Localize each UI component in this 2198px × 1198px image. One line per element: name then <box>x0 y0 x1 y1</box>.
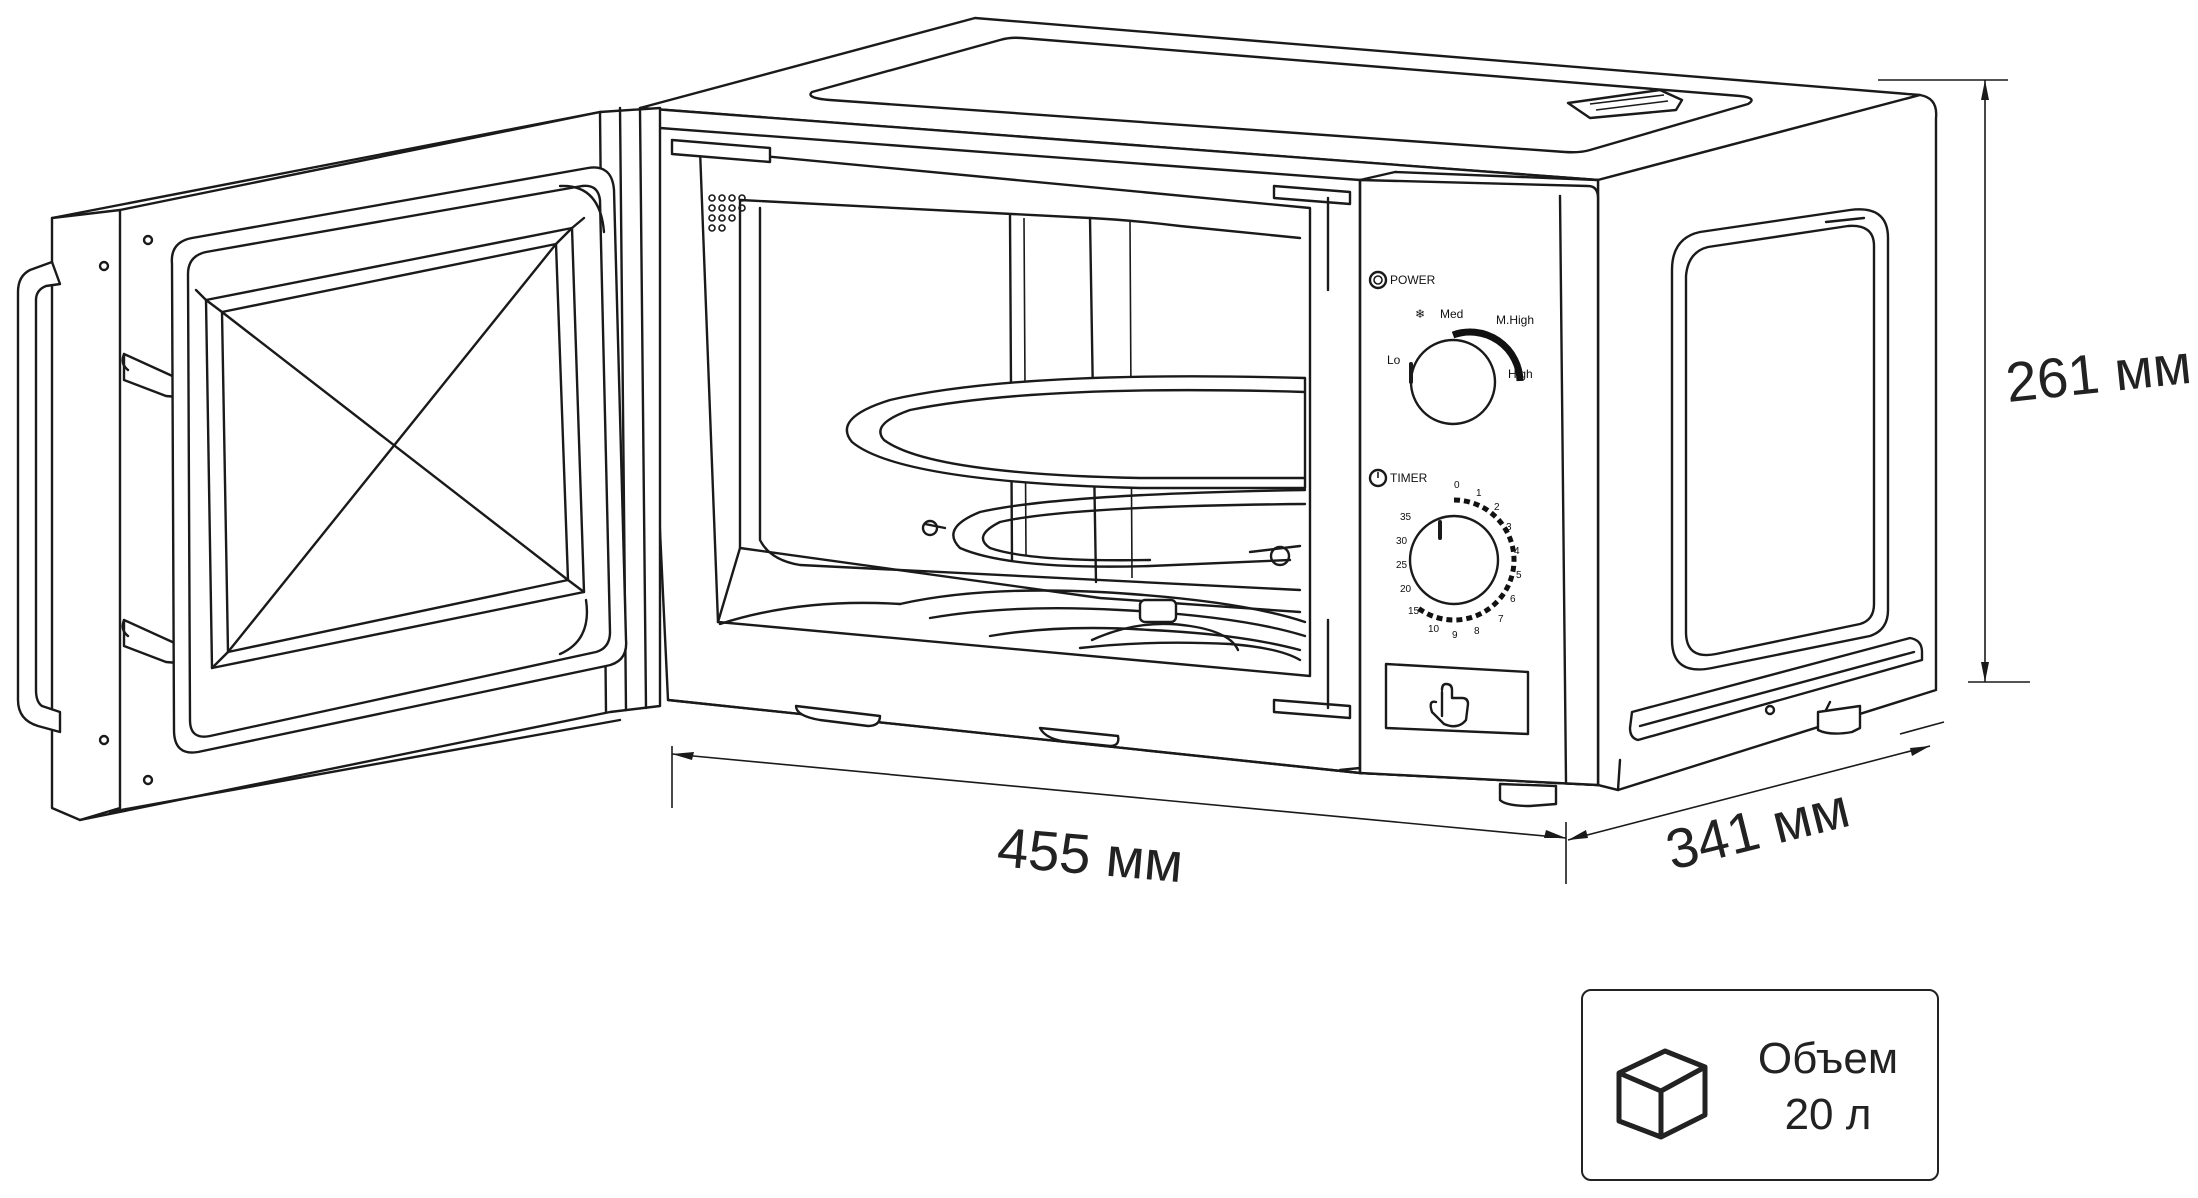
power-label: POWER <box>1390 273 1436 287</box>
svg-text:20: 20 <box>1400 584 1412 595</box>
svg-text:3: 3 <box>1506 522 1512 533</box>
power-level-med: Med <box>1440 307 1463 321</box>
cube-icon <box>1616 1048 1708 1140</box>
volume-text: Объем 20 л <box>1733 1031 1923 1143</box>
turntable-plate <box>845 375 1307 490</box>
snowflake-icon: ❄ <box>1415 307 1425 321</box>
timer-label: TIMER <box>1390 471 1428 485</box>
volume-label: Объем <box>1757 1034 1899 1083</box>
svg-text:8: 8 <box>1474 626 1480 637</box>
svg-text:5: 5 <box>1516 570 1522 581</box>
svg-text:0: 0 <box>1454 480 1460 491</box>
svg-text:25: 25 <box>1396 560 1408 571</box>
power-level-high: High <box>1508 367 1533 381</box>
width-dimension: 455 мм <box>995 815 1186 894</box>
svg-text:15: 15 <box>1408 606 1420 617</box>
power-icon <box>1368 270 1388 290</box>
door-open-button[interactable] <box>1384 662 1530 736</box>
volume-badge: Объем 20 л <box>1581 989 1939 1181</box>
microwave-body <box>638 16 1938 792</box>
volume-value: 20 л <box>1784 1090 1872 1139</box>
door-handle[interactable] <box>16 260 62 734</box>
hand-press-icon <box>1429 682 1470 728</box>
svg-text:30: 30 <box>1396 536 1408 547</box>
height-dimension: 261 мм <box>2003 332 2195 414</box>
microwave-feet <box>794 700 1862 808</box>
svg-text:10: 10 <box>1428 624 1440 635</box>
svg-text:2: 2 <box>1494 502 1500 513</box>
power-dial[interactable] <box>1409 328 1524 426</box>
svg-text:4: 4 <box>1514 546 1520 557</box>
svg-text:9: 9 <box>1452 630 1458 641</box>
svg-text:6: 6 <box>1510 594 1516 605</box>
power-level-mhigh: M.High <box>1496 313 1534 327</box>
svg-text:35: 35 <box>1400 512 1412 523</box>
dimension-lines <box>671 79 2030 884</box>
timer-dial[interactable] <box>1408 497 1517 623</box>
power-level-lo: Lo <box>1387 353 1401 367</box>
svg-text:7: 7 <box>1498 614 1504 625</box>
timer-icon <box>1368 468 1388 488</box>
open-door <box>16 106 662 822</box>
svg-text:1: 1 <box>1476 488 1482 499</box>
control-panel: POWER ❄ Lo Med M.High High TIMER 0 1 2 3 <box>1338 170 1600 787</box>
vent-holes <box>708 194 746 232</box>
timer-marks: 0 1 2 3 4 5 6 7 8 9 10 15 20 25 30 35 <box>1396 480 1522 641</box>
